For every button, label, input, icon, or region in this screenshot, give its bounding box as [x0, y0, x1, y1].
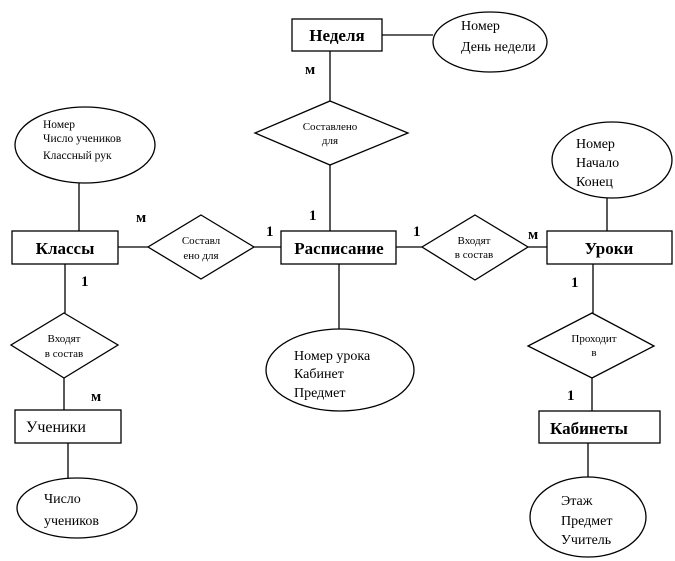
- entity-students[interactable]: Ученики: [14, 409, 122, 444]
- attribute: Учитель: [561, 533, 611, 548]
- cardinality: 1: [567, 388, 575, 404]
- attribute: Номер: [576, 137, 615, 152]
- attributes-rooms: Этаж Предмет Учитель: [529, 476, 647, 558]
- cardinality: 1: [413, 224, 421, 240]
- relationship-label: для: [322, 135, 338, 147]
- attribute: Начало: [576, 156, 619, 171]
- entity-schedule-label: Расписание: [294, 239, 384, 258]
- cardinality: м: [91, 389, 101, 405]
- attribute: Номер: [43, 119, 75, 131]
- connectors: [63, 34, 608, 478]
- relationship-classes-students[interactable]: Входят в состав: [9, 312, 120, 379]
- cardinality: м: [305, 62, 315, 78]
- entity-rooms[interactable]: Кабинеты: [538, 410, 661, 444]
- entity-rooms-label: Кабинеты: [550, 419, 628, 438]
- attribute: Кабинет: [294, 367, 344, 382]
- cardinality: 1: [309, 208, 317, 224]
- relationship-label: ено для: [183, 250, 218, 262]
- relationship-label: Входят: [48, 333, 81, 345]
- cardinality: м: [528, 227, 538, 243]
- attribute: Число: [44, 492, 81, 507]
- relationship-label: Составлено: [303, 121, 358, 133]
- attributes-lessons: Номер Начало Конец: [551, 121, 673, 199]
- relationship-label: Входят: [458, 235, 491, 247]
- attributes-week: Номер День недели: [432, 11, 548, 73]
- relationship-classes-schedule[interactable]: Составл ено для: [146, 214, 256, 280]
- entity-lessons-label: Уроки: [585, 239, 634, 258]
- attributes-classes: Номер Число учеников Классный рук: [14, 106, 156, 184]
- relationship-label: в состав: [45, 348, 84, 360]
- relationship-week-schedule[interactable]: Составлено для: [253, 100, 410, 166]
- cardinality: 1: [571, 275, 579, 291]
- relationship-schedule-lessons[interactable]: Входят в состав: [420, 214, 530, 281]
- attribute: Номер урока: [294, 349, 371, 364]
- attribute: Конец: [576, 175, 613, 190]
- attribute: Предмет: [294, 386, 345, 401]
- attribute: Классный рук: [43, 150, 112, 162]
- attributes-students: Число учеников: [16, 477, 138, 539]
- entity-classes-label: Классы: [36, 239, 95, 258]
- entity-classes[interactable]: Классы: [11, 230, 119, 265]
- entity-lessons[interactable]: Уроки: [546, 230, 673, 265]
- relationship-label: в состав: [455, 249, 494, 261]
- cardinality: 1: [81, 274, 89, 290]
- entity-week[interactable]: Неделя: [291, 18, 383, 52]
- entity-week-label: Неделя: [309, 26, 364, 45]
- attribute: Число учеников: [43, 133, 122, 145]
- relationship-lessons-rooms[interactable]: Проходит в: [526, 312, 656, 379]
- relationship-label: Составл: [182, 235, 221, 247]
- cardinalities: м 1 м 1 1 м 1 м 1 1: [81, 62, 579, 405]
- attributes-schedule: Номер урока Кабинет Предмет: [265, 328, 415, 412]
- attribute: Предмет: [561, 514, 612, 529]
- attribute: Номер: [461, 19, 500, 34]
- cardinality: м: [136, 210, 146, 226]
- entity-students-label: Ученики: [26, 419, 86, 436]
- attribute: Этаж: [561, 494, 593, 509]
- attribute: День недели: [461, 40, 536, 55]
- cardinality: 1: [266, 224, 274, 240]
- relationship-label: в: [591, 347, 596, 359]
- entity-schedule[interactable]: Расписание: [280, 230, 397, 265]
- relationship-label: Проходит: [571, 333, 616, 345]
- attribute: учеников: [44, 514, 99, 529]
